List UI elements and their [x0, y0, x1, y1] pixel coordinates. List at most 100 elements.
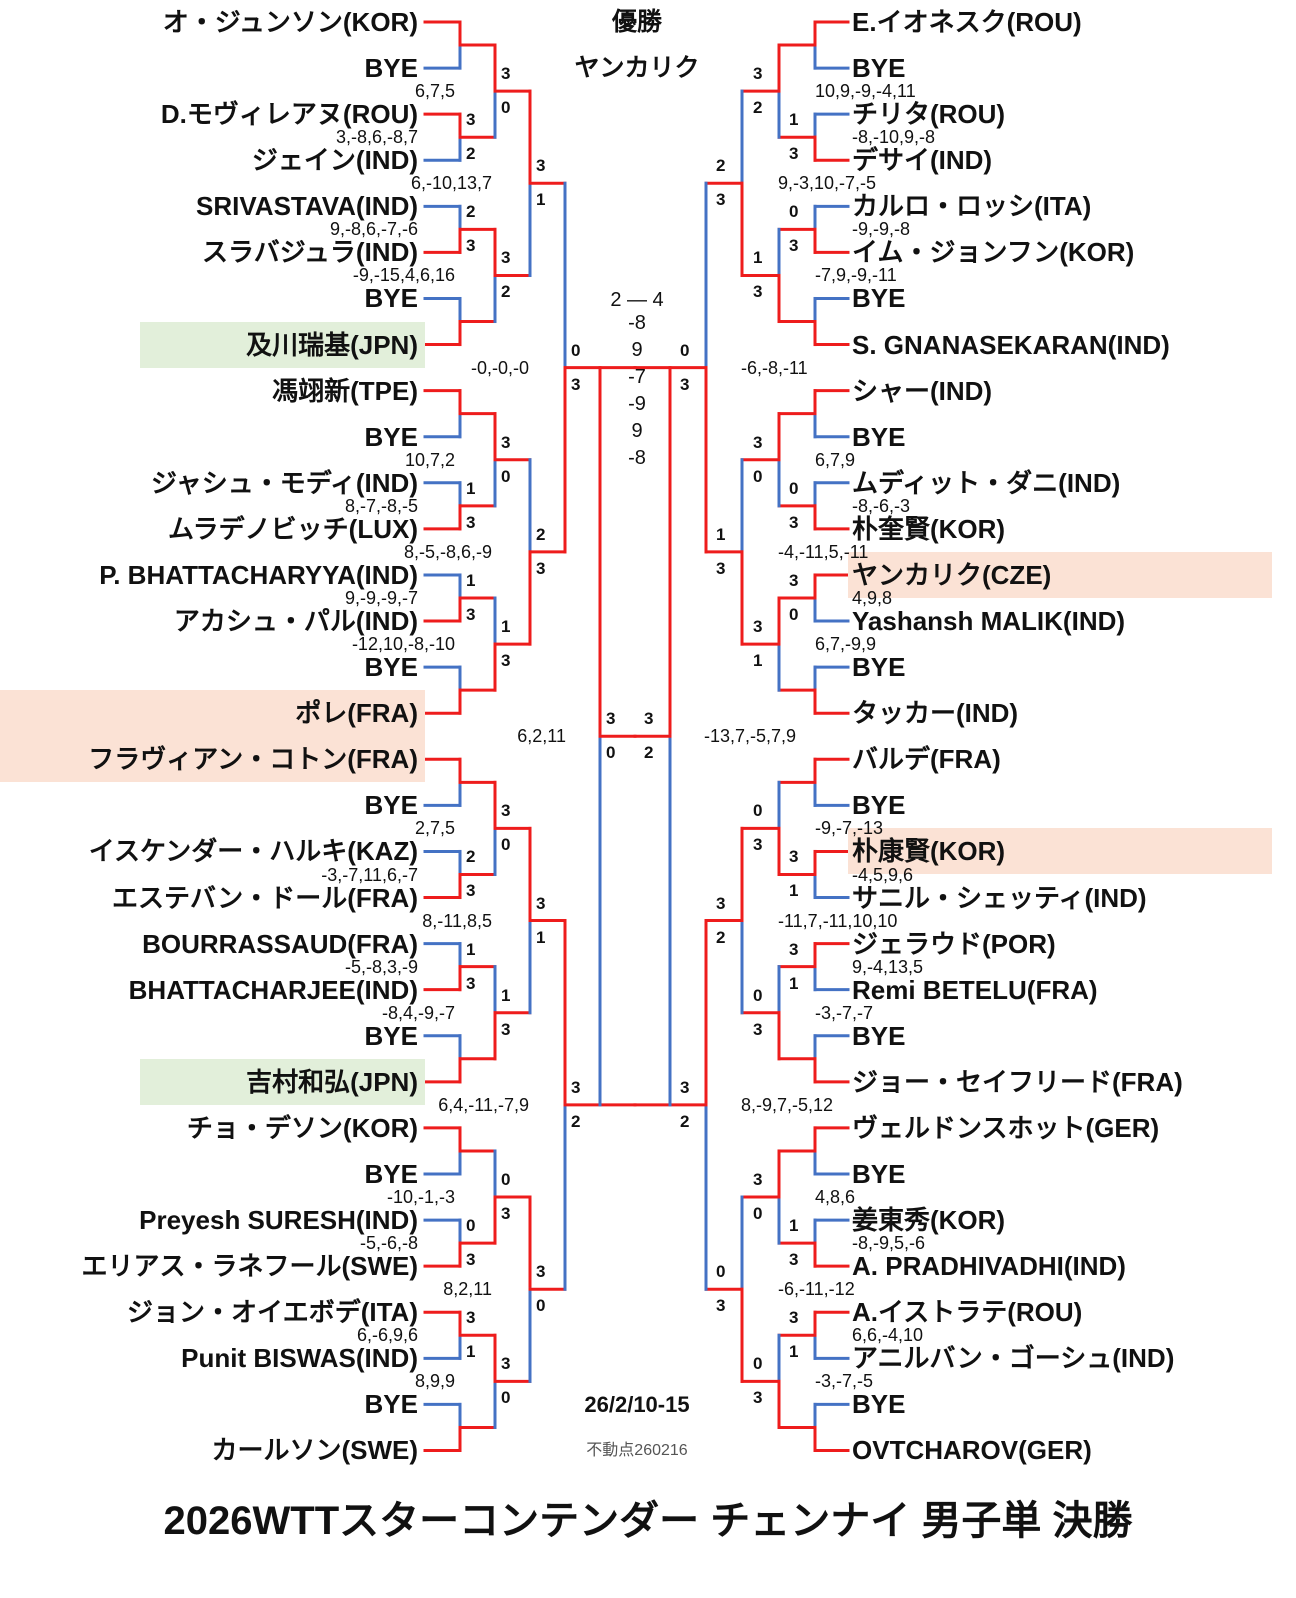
match-score-bottom: 3 [466, 512, 476, 532]
match-score-bottom: 3 [753, 1388, 763, 1408]
ranking-note: 不動点260216 [586, 1442, 688, 1459]
match-score-bottom: 3 [716, 1296, 726, 1316]
player-name: カールソン(SWE) [211, 1435, 418, 1466]
game-scores: -10,-1,-3 [386, 1187, 455, 1208]
match-score-bottom: 2 [680, 1111, 690, 1131]
game-scores: -3,-7,-7 [815, 1002, 874, 1023]
player-name: OVTCHAROV(GER) [852, 1435, 1092, 1466]
player-name: ヤンカリク(CZE) [852, 559, 1052, 590]
player-name: ジョー・セイフリード(FRA) [852, 1066, 1183, 1097]
match-score-top: 3 [789, 1308, 799, 1328]
game-scores: -8,-10,9,-8 [852, 127, 936, 148]
match-score-bottom: 3 [571, 374, 581, 394]
match-score-top: 1 [501, 985, 511, 1005]
game-scores: -9,-7,-13 [815, 818, 884, 839]
match-score-top: 3 [753, 1170, 763, 1190]
highlight-peach [0, 690, 425, 737]
match-score-top: 0 [789, 202, 799, 222]
player-name: エリアス・ラネフール(SWE) [81, 1251, 418, 1282]
bye-slot: BYE [852, 790, 906, 821]
final-game-4: -9 [628, 393, 646, 415]
player-name: チョ・デソン(KOR) [186, 1112, 418, 1143]
bye-slot: BYE [364, 1389, 418, 1420]
bye-slot: BYE [852, 53, 906, 84]
player-name: D.モヴィレアヌ(ROU) [160, 99, 418, 130]
player-name: デサイ(IND) [852, 145, 993, 176]
match-score-bottom: 3 [789, 1250, 799, 1270]
player-name: Preyesh SURESH(IND) [139, 1205, 418, 1236]
game-scores: 3,-8,6,-8,7 [335, 127, 418, 148]
match-score-top: 1 [466, 571, 476, 590]
game-scores: 8,9,9 [414, 1371, 455, 1392]
match-score-top: 0 [466, 1216, 476, 1236]
page-title: 2026WTTスターコンテンダー チェンナイ 男子単 決勝 [163, 1499, 1133, 1543]
match-score-bottom: 3 [753, 282, 763, 302]
player-name: エステバン・ドール(FRA) [111, 882, 418, 913]
bye-slot: BYE [364, 1020, 418, 1051]
bye-slot: BYE [364, 283, 418, 314]
match-score-bottom: 1 [466, 1342, 476, 1362]
match-score-top: 0 [501, 1170, 511, 1190]
game-scores: -11,7,-11,10,10 [778, 910, 898, 931]
player-name: BOURRASSAUD(FRA) [142, 928, 418, 959]
player-name: ヴェルドンスホット(GER) [852, 1112, 1160, 1143]
bye-slot: BYE [852, 421, 906, 452]
bye-slot: BYE [852, 1159, 906, 1189]
final-score: 2 — 4 [610, 289, 664, 311]
match-score-top: 3 [536, 156, 546, 176]
bye-slot: BYE [364, 1159, 418, 1189]
match-score-top: 3 [501, 248, 511, 268]
champion-label: 優勝 [611, 8, 662, 36]
match-score-top: 3 [501, 1354, 511, 1374]
match-score-bottom: 1 [536, 927, 546, 947]
player-name: ジェイン(IND) [251, 145, 418, 176]
game-scores: 6,4,-11,-7,9 [438, 1094, 529, 1115]
game-scores: 6,2,11 [517, 726, 566, 747]
match-score-top: 0 [753, 1354, 763, 1374]
match-score-bottom: 0 [501, 98, 511, 118]
player-name: ジョン・オイエボデ(ITA) [126, 1297, 418, 1328]
game-scores: 8,-5,-8,6,-9 [403, 541, 492, 562]
player-name: フラヴィアン・コトン(FRA) [88, 744, 418, 775]
game-scores: 8,2,11 [443, 1279, 492, 1300]
final-game-3: -7 [628, 366, 646, 388]
player-name: 及川瑞基(JPN) [246, 329, 418, 360]
match-score-bottom: 2 [644, 743, 654, 763]
game-scores: -3,-7,-5 [815, 1371, 874, 1392]
player-name: 姜東秀(KOR) [852, 1205, 1006, 1236]
game-scores: -8,-6,-3 [852, 495, 911, 516]
match-score-bottom: 3 [753, 1019, 763, 1039]
match-score-bottom: 3 [716, 558, 726, 578]
game-scores: 6,-10,13,7 [410, 173, 492, 194]
player-name: SRIVASTAVA(IND) [196, 191, 418, 222]
highlight-peach [848, 828, 1272, 875]
match-score-bottom: 1 [753, 651, 763, 671]
game-scores: 2,7,5 [414, 818, 455, 839]
match-score-bottom: 1 [789, 881, 799, 901]
game-scores: -5,-8,3,-9 [344, 956, 418, 977]
match-score-bottom: 0 [753, 466, 763, 486]
match-score-bottom: 3 [789, 236, 799, 256]
player-name: チリタ(ROU) [852, 99, 1006, 130]
match-score-top: 3 [716, 893, 726, 913]
game-scores: -6,-8,-11 [741, 357, 808, 378]
event-dates: 26/2/10-15 [584, 1392, 690, 1417]
match-score-top: 1 [789, 110, 799, 130]
player-name: サニル・シェッティ(IND) [852, 882, 1147, 913]
game-scores: -12,10,-8,-10 [351, 634, 455, 655]
match-score-bottom: 3 [536, 558, 546, 578]
game-scores: 8,-11,8,5 [422, 910, 492, 931]
match-score-top: 1 [716, 524, 726, 544]
match-score-bottom: 2 [716, 927, 726, 947]
match-score-bottom: 1 [789, 1342, 799, 1362]
bye-slot: BYE [852, 283, 906, 314]
player-name: バルデ(FRA) [852, 744, 1001, 775]
match-score-bottom: 3 [716, 190, 726, 210]
match-score-bottom: 3 [789, 144, 799, 164]
game-scores: 6,7,9 [815, 449, 856, 470]
match-score-bottom: 3 [466, 881, 476, 901]
match-score-bottom: 0 [501, 466, 511, 486]
game-scores: 8,-7,-8,-5 [344, 495, 418, 516]
game-scores: 9,-4,13,5 [852, 956, 924, 977]
game-scores: 4,8,6 [815, 1187, 856, 1208]
